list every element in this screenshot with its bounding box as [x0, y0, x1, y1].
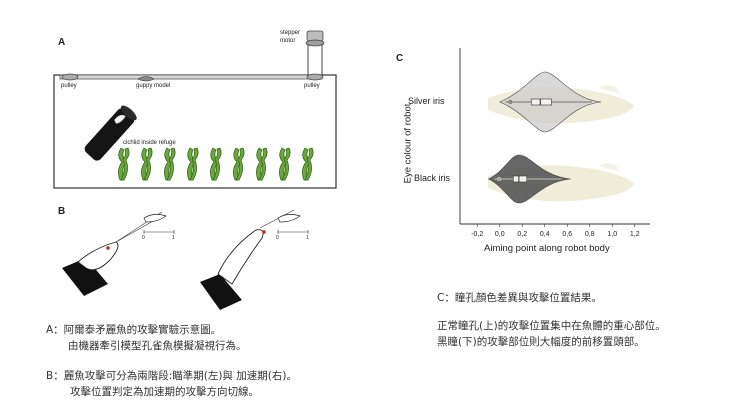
outlier-point-black [497, 177, 502, 181]
aiming-phase-illustration [62, 211, 175, 296]
pulley-right-shape [306, 73, 324, 81]
pulley-left-shape [61, 73, 79, 81]
pulley-left-label: pulley [61, 83, 77, 89]
iqr-box-silver [530, 98, 552, 106]
rail [59, 74, 323, 80]
guppy-model-shape [137, 76, 155, 82]
panel-c-letter: C [396, 53, 404, 64]
attack-phase-diagram [62, 209, 309, 310]
iqr-box-black [512, 175, 528, 183]
x-axis-label: Aiming point along robot body [484, 243, 610, 254]
panel-b: B 0 1 0 1 [50, 204, 340, 314]
caption-a-line2: 由機器牽引模型孔雀魚模擬凝視行為。 [68, 340, 247, 352]
x-tick-label: 1,2 [630, 231, 640, 238]
experiment-diagram [53, 30, 337, 189]
stepper-motor-label-2: motor [280, 38, 296, 44]
cichlid-head [113, 114, 127, 125]
refuge-cylinder [84, 105, 137, 161]
panel-b-letter: B [58, 206, 66, 217]
acceleration-phase-illustration [200, 209, 309, 310]
cichlid-refuge-label: cichlid inside refuge [123, 140, 176, 146]
x-tick-label: 0,4 [540, 231, 550, 238]
x-tick-label: 0,2 [517, 231, 527, 238]
x-tick-label: 0,6 [562, 231, 572, 238]
outlier-point-silver [508, 100, 513, 104]
stepper-motor [306, 30, 324, 42]
category-label-silver: Silver iris [408, 96, 445, 106]
tick-left-0: 0 [142, 235, 145, 241]
x-tick-label: 1,0 [607, 231, 617, 238]
pulley-right-label: pulley [304, 83, 320, 89]
caption-c-line1: C：瞳孔顏色差異與攻擊位置結果。 [437, 292, 602, 304]
guppy-model-label: guppy model [136, 83, 171, 89]
tick-right-1: 1 [306, 235, 309, 241]
category-label-black: Black iris [414, 173, 451, 183]
caption-c-line2: 正常瞳孔(上)的攻擊位置集中在魚體的重心部位。 [437, 320, 666, 332]
panel-a-letter: A [58, 37, 66, 48]
y-axis-label: Eye colour of robot [402, 103, 414, 184]
tick-left-1: 1 [172, 235, 175, 241]
panel-a: A [50, 28, 340, 198]
caption-c-line3: 黑瞳(下)的攻擊部位則大幅度的前移置頭部。 [437, 336, 645, 348]
caption-b-line2: 攻擊位置判定為加速期的攻擊方向切線。 [70, 386, 259, 398]
violin-chart: -0,2 0,0 0,2 0,4 0,6 0,8 1,0 1,2 [459, 48, 650, 238]
caption-b-line1: B：麗魚攻擊可分為兩階段:瞄準期(左)與 加速期(右)。 [46, 370, 297, 382]
caption-a-line1: A：阿爾泰矛麗魚的攻擊實驗示意圖。 [46, 324, 222, 336]
x-tick-label: -0,2 [471, 231, 483, 238]
x-tick-label: 0,8 [585, 231, 595, 238]
tick-right-0: 0 [276, 235, 279, 241]
stepper-motor-label-1: stepper [280, 30, 301, 36]
aquatic-plants [118, 147, 314, 181]
x-tick-label: 0,0 [495, 231, 505, 238]
